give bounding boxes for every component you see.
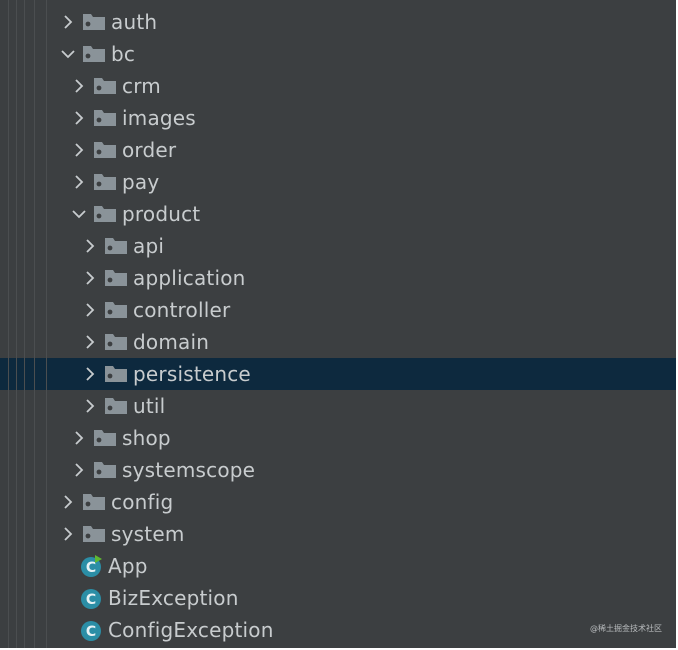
folder-icon: [104, 269, 128, 287]
folder-icon: [104, 333, 128, 351]
tree-item-label: system: [111, 522, 185, 546]
tree-item-bc[interactable]: bc: [0, 38, 676, 70]
indent-guide: [46, 0, 47, 648]
folder-icon: [82, 13, 106, 31]
tree-item-bizexception[interactable]: C BizException: [0, 582, 676, 614]
tree-item-api[interactable]: api: [0, 230, 676, 262]
tree-item-label: pay: [122, 170, 160, 194]
tree-item-label: util: [133, 394, 166, 418]
chevron-right-icon[interactable]: [82, 366, 98, 382]
svg-text:C: C: [86, 560, 96, 576]
watermark: @稀土掘金技术社区: [590, 624, 662, 633]
svg-text:C: C: [86, 624, 96, 640]
tree-item-label: config: [111, 490, 174, 514]
folder-icon: [93, 141, 117, 159]
tree-item-auth[interactable]: auth: [0, 6, 676, 38]
tree-item-label: images: [122, 106, 196, 130]
tree-item-label: systemscope: [122, 458, 256, 482]
class-icon: C: [80, 587, 102, 609]
chevron-right-icon[interactable]: [82, 270, 98, 286]
tree-item-app[interactable]: C App: [0, 550, 676, 582]
folder-icon: [82, 45, 106, 63]
folder-icon: [104, 365, 128, 383]
tree-item-order[interactable]: order: [0, 134, 676, 166]
tree-item-label: api: [133, 234, 165, 258]
chevron-right-icon[interactable]: [71, 78, 87, 94]
tree-item-application[interactable]: application: [0, 262, 676, 294]
tree-item-shop[interactable]: shop: [0, 422, 676, 454]
tree-item-configexception[interactable]: C ConfigException: [0, 614, 676, 646]
chevron-right-icon[interactable]: [82, 398, 98, 414]
indent-guide: [8, 0, 9, 648]
tree-item-persistence[interactable]: persistence: [0, 358, 676, 390]
tree-item-label: application: [133, 266, 246, 290]
chevron-right-icon[interactable]: [60, 494, 76, 510]
tree-item-system[interactable]: system: [0, 518, 676, 550]
folder-icon: [93, 461, 117, 479]
runnable-class-icon: C: [80, 555, 102, 577]
chevron-right-icon[interactable]: [71, 174, 87, 190]
tree-item-domain[interactable]: domain: [0, 326, 676, 358]
folder-icon: [104, 397, 128, 415]
tree-item-label: App: [108, 554, 148, 578]
tree-item-config[interactable]: config: [0, 486, 676, 518]
tree-item-label: ConfigException: [108, 618, 274, 642]
chevron-right-icon[interactable]: [71, 462, 87, 478]
tree-item-label: controller: [133, 298, 231, 322]
tree-item-label: product: [122, 202, 201, 226]
chevron-down-icon[interactable]: [71, 206, 87, 222]
project-tree: auth bc crm images order pay product api applica…: [0, 6, 676, 646]
folder-icon: [82, 493, 106, 511]
folder-icon: [104, 301, 128, 319]
folder-icon: [93, 205, 117, 223]
chevron-right-icon[interactable]: [82, 238, 98, 254]
tree-item-util[interactable]: util: [0, 390, 676, 422]
tree-item-label: persistence: [133, 362, 251, 386]
folder-icon: [93, 173, 117, 191]
folder-icon: [93, 429, 117, 447]
indent-guide: [34, 0, 35, 648]
tree-item-label: auth: [111, 10, 158, 34]
indent-guide: [16, 0, 17, 648]
chevron-right-icon[interactable]: [60, 14, 76, 30]
tree-item-label: order: [122, 138, 177, 162]
tree-item-images[interactable]: images: [0, 102, 676, 134]
chevron-right-icon[interactable]: [71, 110, 87, 126]
chevron-right-icon[interactable]: [82, 302, 98, 318]
tree-item-label: shop: [122, 426, 171, 450]
chevron-right-icon[interactable]: [71, 142, 87, 158]
chevron-right-icon[interactable]: [71, 430, 87, 446]
chevron-right-icon[interactable]: [82, 334, 98, 350]
indent-guide: [24, 0, 25, 648]
chevron-right-icon[interactable]: [60, 526, 76, 542]
tree-item-label: BizException: [108, 586, 239, 610]
tree-item-pay[interactable]: pay: [0, 166, 676, 198]
tree-item-label: crm: [122, 74, 161, 98]
tree-item-label: domain: [133, 330, 210, 354]
folder-icon: [93, 77, 117, 95]
tree-item-systemscope[interactable]: systemscope: [0, 454, 676, 486]
tree-item-controller[interactable]: controller: [0, 294, 676, 326]
folder-icon: [82, 525, 106, 543]
folder-icon: [93, 109, 117, 127]
tree-item-crm[interactable]: crm: [0, 70, 676, 102]
folder-icon: [104, 237, 128, 255]
tree-item-label: bc: [111, 42, 136, 66]
chevron-down-icon[interactable]: [60, 46, 76, 62]
class-icon: C: [80, 619, 102, 641]
svg-text:C: C: [86, 592, 96, 608]
tree-item-product[interactable]: product: [0, 198, 676, 230]
